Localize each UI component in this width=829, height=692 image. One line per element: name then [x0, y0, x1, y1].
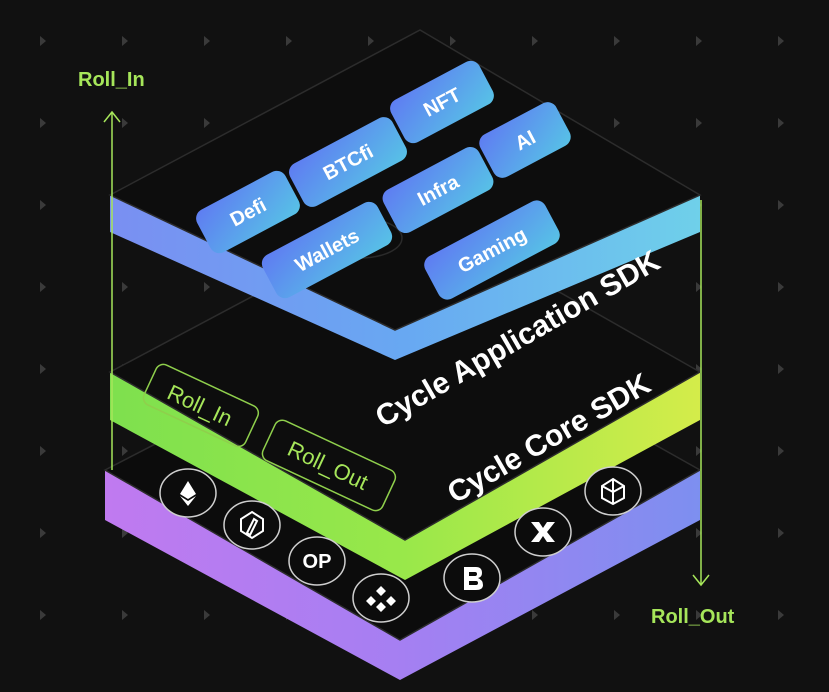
tile-background: [479, 102, 571, 178]
chain-icons: OP: [159, 466, 642, 623]
tile-background: [196, 170, 300, 254]
tile-nft: NFT: [390, 60, 494, 144]
optimism-icon: OP: [288, 536, 346, 586]
ethereum-icon-glyph: [180, 481, 196, 506]
optimism-icon-glyph: OP: [303, 551, 332, 573]
ethereum-icon: [159, 468, 217, 518]
bnb-icon-glyph: [366, 586, 396, 612]
roll-out-arrow: [692, 200, 710, 587]
cube-icon-glyph: [601, 477, 625, 506]
tile-defi: Defi: [196, 170, 300, 254]
tile-infra: Infra: [382, 146, 494, 234]
roll-out-label: Roll_Out: [651, 606, 735, 628]
tile-ai: AI: [479, 102, 571, 178]
tile-background: [382, 146, 494, 234]
roll-in-arrow: [103, 110, 121, 470]
roll-in-label: Roll_In: [78, 69, 145, 91]
base-icon-glyph: [464, 567, 483, 590]
tile-btcfi: BTCfi: [289, 117, 407, 207]
cube-icon: [584, 466, 642, 516]
arbitrum-icon: [223, 500, 281, 550]
bnb-icon: [352, 573, 410, 623]
tile-background: [261, 201, 393, 299]
arbitrum-icon-glyph: [240, 510, 264, 540]
base-icon: [443, 553, 501, 603]
tile-background: [390, 60, 494, 144]
tile-background: [289, 117, 407, 207]
mantle-icon: [514, 507, 572, 557]
mantle-icon-glyph: [531, 522, 555, 542]
tile-background: [424, 200, 560, 300]
